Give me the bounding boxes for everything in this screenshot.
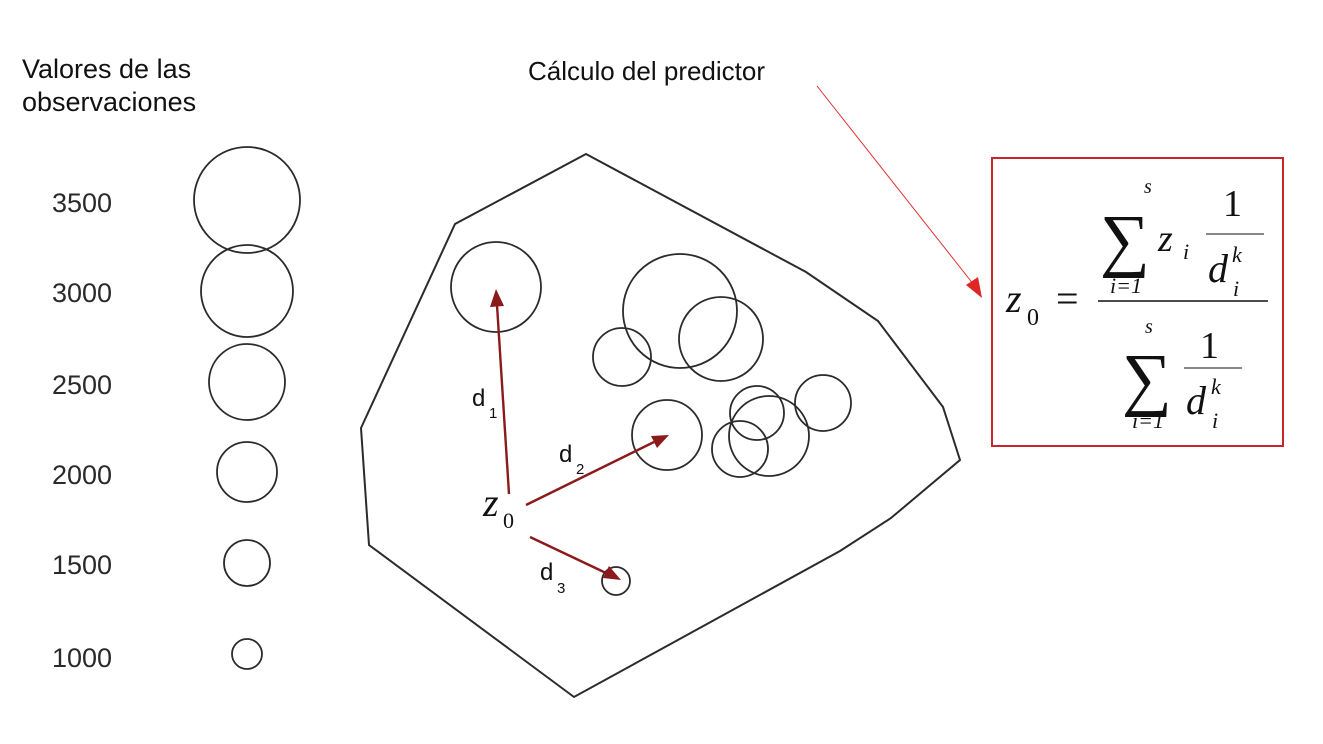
legend-value-1000: 1000	[52, 643, 112, 673]
legend-value-2500: 2500	[52, 370, 112, 400]
distance-label-d3: d	[540, 559, 553, 586]
formula-den-sum-symbol: ∑	[1122, 341, 1172, 418]
legend-value-3000: 3000	[52, 278, 112, 308]
distance-label-d2: d	[559, 441, 572, 468]
observation-circle	[728, 395, 810, 477]
distance-arrow-d3	[529, 535, 621, 580]
prediction-point-label: z	[482, 480, 499, 525]
observation-circle	[601, 566, 631, 596]
legend-circle-1000	[231, 638, 263, 670]
formula-den-d: d	[1186, 378, 1207, 423]
distance-label-d1-sub: 1	[489, 405, 497, 422]
formula-num-sum-lower: i=1	[1110, 273, 1142, 298]
observation-circle	[711, 420, 769, 478]
legend-circle-2500	[208, 343, 286, 421]
formula-num-d-sup: k	[1232, 242, 1243, 267]
distance-arrow-d1	[490, 289, 511, 495]
legend-circle-1500	[223, 539, 271, 587]
formula-lhs-z: z	[1005, 276, 1022, 321]
study-area-polygon	[359, 152, 962, 699]
legend-circle-3500	[193, 146, 301, 254]
distance-label-d2-sub: 2	[576, 461, 584, 478]
formula-num-one: 1	[1223, 183, 1242, 225]
legend-circle-2000	[216, 441, 278, 503]
observation-circle	[622, 253, 738, 369]
formula-num-d: d	[1208, 246, 1229, 291]
legend-value-2000: 2000	[52, 460, 112, 490]
formula-num-sum-upper: s	[1144, 176, 1152, 198]
formula-box	[991, 157, 1284, 447]
formula-den-sum-lower: i=1	[1132, 408, 1164, 433]
distance-label-d1: d	[472, 385, 485, 412]
observation-circle	[794, 374, 852, 432]
legend-circle-3000	[200, 244, 294, 338]
prediction-point-sub: 0	[503, 508, 514, 533]
distance-arrow-d2	[525, 435, 669, 507]
formula-num-z: z	[1157, 218, 1173, 260]
formula-den-sum-upper: s	[1145, 316, 1153, 338]
observation-circle	[592, 327, 652, 387]
formula-num-sum-symbol: ∑	[1100, 202, 1150, 279]
formula-equals: =	[1056, 276, 1079, 321]
observation-circle	[450, 241, 542, 333]
formula-den-d-sup: k	[1211, 374, 1222, 399]
distance-label-d3-sub: 3	[557, 580, 565, 597]
formula-num-z-sub: i	[1183, 239, 1189, 264]
formula-lhs-sub: 0	[1027, 305, 1039, 331]
legend-title-line1: Valores de las	[22, 54, 191, 84]
idw-formula: z 0 = s ∑ i=1 z i 1 d k i s ∑ i=1 1 d k …	[1005, 176, 1268, 433]
legend-title-line2: observaciones	[22, 87, 196, 117]
formula-num-d-sub: i	[1233, 276, 1239, 301]
formula-den-one: 1	[1200, 325, 1219, 367]
observation-circle	[631, 399, 703, 471]
formula-den-d-sub: i	[1212, 408, 1218, 433]
legend-value-1500: 1500	[52, 550, 112, 580]
observation-circle	[729, 385, 785, 441]
callout-leader	[816, 85, 982, 298]
callout-label: Cálculo del predictor	[528, 56, 765, 86]
legend-value-3500: 3500	[52, 188, 112, 218]
observation-circle	[678, 296, 764, 382]
